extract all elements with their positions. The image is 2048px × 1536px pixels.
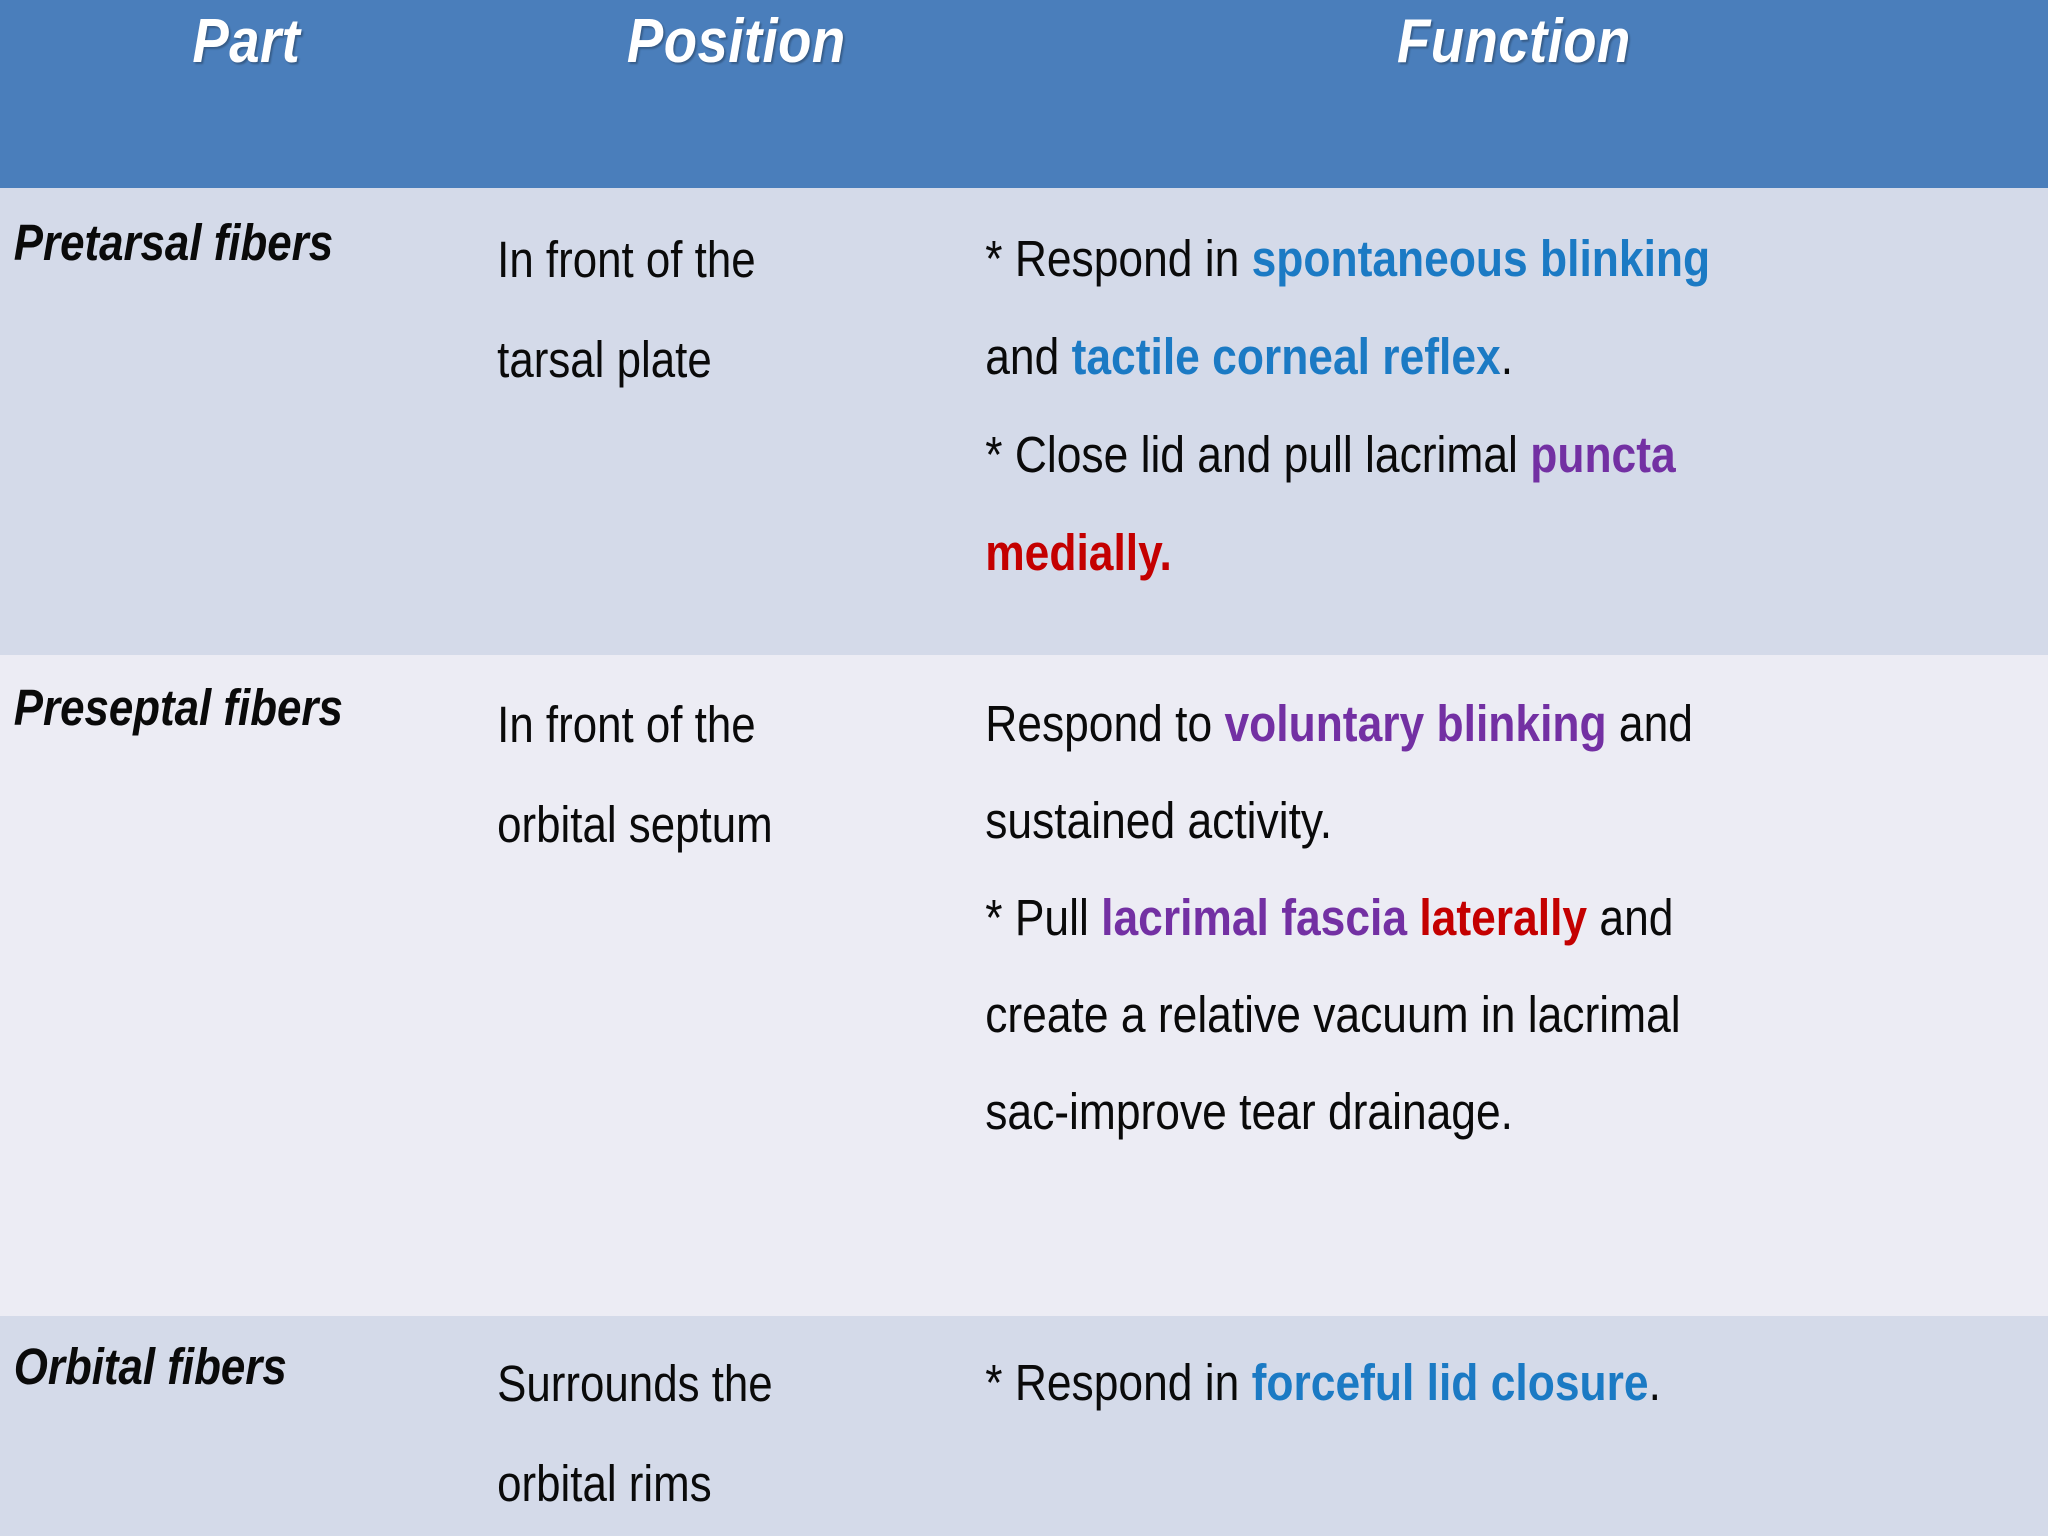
column-header-position: Position <box>626 7 846 76</box>
highlight-purple: puncta <box>1530 426 1676 483</box>
header-cell-part: Part <box>0 4 492 80</box>
function-line: sustained activity. <box>985 772 2048 869</box>
highlight-blue: forceful lid closure <box>1251 1354 1649 1411</box>
header-cell-position: Position <box>492 4 980 80</box>
function-text: * Respond in forceful lid closure. <box>980 1334 2048 1432</box>
row-cell-position: In front of the tarsal plate <box>492 210 980 410</box>
position-line: In front of the <box>497 231 756 288</box>
function-line: Respond to voluntary blinking and <box>985 675 2048 772</box>
text-run: and <box>1606 695 1693 752</box>
function-line: * Respond in forceful lid closure. <box>985 1334 2048 1432</box>
text-run: Respond to <box>985 695 1225 752</box>
row-cell-position: In front of the orbital septum <box>492 675 980 875</box>
table-row: Orbital fibers Surrounds the orbital rim… <box>0 1316 2048 1536</box>
part-label: Orbital fibers <box>13 1338 287 1395</box>
position-line: In front of the <box>497 696 756 753</box>
highlight-purple: voluntary blinking <box>1224 695 1607 752</box>
function-line: * Close lid and pull lacrimal puncta <box>985 406 2048 504</box>
text-run <box>1407 889 1419 946</box>
row-cell-part: Preseptal fibers <box>0 675 492 741</box>
highlight-purple: lacrimal fascia <box>1101 889 1408 946</box>
text-run: create a relative vacuum in lacrimal <box>985 986 1681 1043</box>
table-header-row: Part Position Function <box>0 0 2048 188</box>
text-run: * Close lid and pull lacrimal <box>985 426 1531 483</box>
highlight-red: laterally <box>1419 889 1588 946</box>
text-run: * Pull <box>985 889 1102 946</box>
table-row: Pretarsal fibers In front of the tarsal … <box>0 188 2048 655</box>
function-line: * Respond in spontaneous blinking <box>985 210 2048 308</box>
highlight-red: medially. <box>985 524 1172 581</box>
column-header-part: Part <box>192 7 300 76</box>
text-run: . <box>1648 1354 1661 1411</box>
table-row: Preseptal fibers In front of the orbital… <box>0 655 2048 1316</box>
function-line: * Pull lacrimal fascia laterally and <box>985 869 2048 966</box>
function-line: sac-improve tear drainage. <box>985 1063 2048 1160</box>
row-cell-position: Surrounds the orbital rims <box>492 1334 980 1534</box>
text-run: . <box>1500 328 1514 385</box>
row-cell-function: Respond to voluntary blinking and sustain… <box>980 675 2048 1160</box>
part-label: Preseptal fibers <box>13 679 343 736</box>
position-line: tarsal plate <box>497 331 712 388</box>
part-label: Pretarsal fibers <box>13 214 334 271</box>
text-run: sustained activity. <box>985 792 1333 849</box>
function-line: and tactile corneal reflex. <box>985 308 2048 406</box>
function-line: create a relative vacuum in lacrimal <box>985 966 2048 1063</box>
row-cell-part: Pretarsal fibers <box>0 210 492 276</box>
row-cell-part: Orbital fibers <box>0 1334 492 1400</box>
highlight-blue: spontaneous blinking <box>1251 230 1711 287</box>
text-run: and <box>985 328 1072 385</box>
text-run: and <box>1587 889 1674 946</box>
position-line: Surrounds the <box>497 1355 773 1412</box>
text-run: sac-improve tear drainage. <box>985 1083 1513 1140</box>
highlight-blue: tactile corneal reflex <box>1071 328 1501 385</box>
header-cell-function: Function <box>980 4 2048 80</box>
text-run: * Respond in <box>985 1354 1252 1411</box>
function-text: Respond to voluntary blinking and sustain… <box>980 675 2048 1160</box>
function-line: medially. <box>985 504 2048 602</box>
text-run: * Respond in <box>985 230 1252 287</box>
row-cell-function: * Respond in forceful lid closure. <box>980 1334 2048 1432</box>
position-line: orbital septum <box>497 796 773 853</box>
position-line: orbital rims <box>497 1455 712 1512</box>
column-header-function: Function <box>1397 7 1631 76</box>
